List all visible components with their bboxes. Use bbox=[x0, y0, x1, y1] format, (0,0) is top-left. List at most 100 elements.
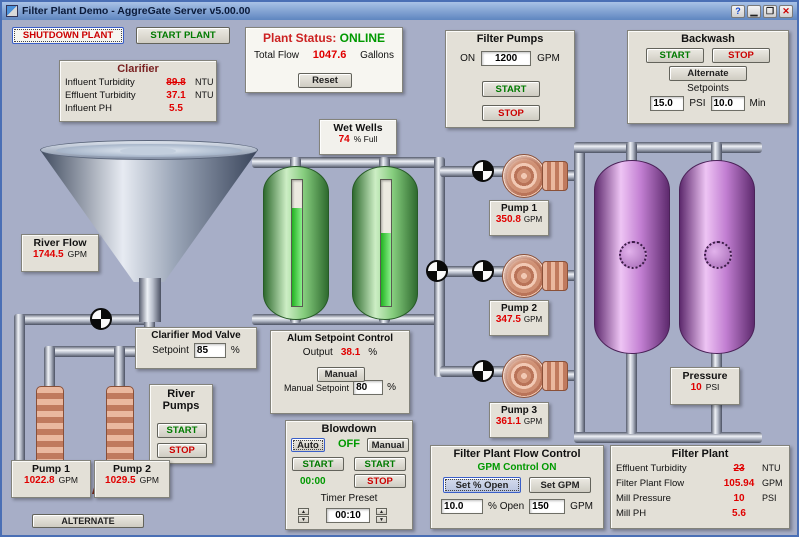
filter-pumps-start-button[interactable]: START bbox=[482, 81, 540, 97]
backwash-min-input[interactable] bbox=[710, 96, 745, 111]
pump-volute bbox=[502, 254, 546, 298]
tank-flange-icon bbox=[619, 241, 647, 269]
blowdown-stop-button[interactable]: STOP bbox=[354, 474, 406, 488]
mod-valve-setpoint-input[interactable] bbox=[193, 343, 226, 358]
pipe bbox=[46, 346, 152, 357]
panel-title: Clarifier Mod Valve bbox=[151, 330, 241, 341]
river-flow-value: 1744.5 bbox=[33, 249, 64, 260]
pipe bbox=[558, 270, 580, 281]
set-gpm-button[interactable]: Set GPM bbox=[529, 477, 591, 493]
filter-plant-panel: Filter Plant Effluent Turbidity 23 NTU F… bbox=[610, 445, 790, 529]
row-value: 10 bbox=[733, 493, 745, 504]
alum-manual-setpoint-input[interactable] bbox=[353, 380, 384, 395]
row-unit bbox=[195, 102, 219, 115]
wet-well-tank-1 bbox=[263, 166, 329, 320]
timer-preset-input[interactable] bbox=[326, 508, 370, 523]
panel-title: Clarifier bbox=[117, 63, 159, 75]
blowdown-elapsed: 00:00 bbox=[300, 476, 326, 487]
river-flow-unit: GPM bbox=[67, 249, 87, 259]
app-icon bbox=[6, 5, 18, 17]
row-value: 5.6 bbox=[732, 508, 746, 519]
pressure-panel: Pressure 10 PSI bbox=[670, 367, 740, 405]
pump-body bbox=[36, 386, 64, 466]
river-pumps-start-button[interactable]: START bbox=[157, 423, 207, 438]
blowdown-manual-button[interactable]: Manual bbox=[367, 438, 409, 452]
panel-title: Filter Plant Flow Control bbox=[453, 448, 581, 460]
panel-title: River Flow bbox=[33, 237, 87, 249]
backwash-panel: Backwash START STOP Alternate Setpoints … bbox=[627, 30, 789, 124]
pump-flow-value: 1029.5 bbox=[105, 475, 136, 486]
gpm-label: GPM bbox=[570, 501, 593, 512]
row-label: Influent PH bbox=[65, 103, 112, 114]
filter-pumps-setpoint-input[interactable] bbox=[481, 51, 532, 66]
percent-open-label: % Open bbox=[488, 501, 525, 512]
minimize-icon[interactable]: ▁ bbox=[747, 4, 761, 18]
row-value: 37.1 bbox=[166, 90, 186, 101]
help-icon[interactable]: ? bbox=[731, 4, 745, 18]
close-icon[interactable]: ✕ bbox=[779, 4, 793, 18]
manual-setpoint-label: Manual Setpoint bbox=[284, 382, 350, 393]
pressure-unit: PSI bbox=[705, 382, 720, 392]
spin-down-icon[interactable]: ▼ bbox=[298, 516, 309, 523]
filter-pumps-stop-button[interactable]: STOP bbox=[482, 105, 540, 121]
alum-manual-button[interactable]: Manual bbox=[317, 367, 365, 382]
panel-title: Pump 1 bbox=[32, 463, 70, 475]
total-flow-value: 1047.6 bbox=[312, 49, 347, 61]
start-plant-button[interactable]: START PLANT bbox=[136, 27, 230, 44]
clarifier-mod-valve-panel: Clarifier Mod Valve Setpoint % bbox=[135, 327, 257, 369]
river-pumps-alternate-button[interactable]: ALTERNATE bbox=[32, 514, 144, 528]
pipe bbox=[574, 432, 762, 443]
plant-status-value: ONLINE bbox=[339, 31, 386, 45]
panel-title: Filter Plant bbox=[671, 448, 729, 460]
pipe bbox=[44, 346, 55, 390]
filter-pumps-panel: Filter Pumps ON GPM START STOP bbox=[445, 30, 575, 128]
pressure-value: 10 bbox=[690, 382, 702, 393]
backwash-alternate-button[interactable]: Alternate bbox=[669, 66, 747, 81]
clarifier-swirl bbox=[120, 147, 176, 155]
panel-title: Wet Wells bbox=[333, 122, 383, 134]
row-label: Mill Pressure bbox=[616, 493, 671, 504]
row-label: Effluent Turbidity bbox=[616, 463, 687, 474]
blowdown-auto-button[interactable]: Auto bbox=[291, 438, 325, 452]
plant-status-label: Plant Status: bbox=[262, 31, 337, 45]
panel-title: Pump 2 bbox=[500, 303, 538, 314]
spin-up-icon[interactable]: ▲ bbox=[298, 508, 309, 515]
gpm-label: GPM bbox=[537, 53, 560, 64]
on-label: ON bbox=[460, 53, 476, 64]
output-value: 38.1 bbox=[340, 347, 361, 358]
shutdown-plant-button[interactable]: SHUTDOWN PLANT bbox=[12, 27, 124, 44]
river-pumps-stop-button[interactable]: STOP bbox=[157, 443, 207, 458]
pipe bbox=[574, 142, 585, 442]
panel-title: Pump 2 bbox=[113, 463, 151, 475]
reset-button[interactable]: Reset bbox=[298, 73, 352, 88]
plant-status-panel: Plant Status: ONLINE Total Flow 1047.6 G… bbox=[245, 27, 403, 93]
panel-title: Pump 1 bbox=[500, 203, 538, 214]
manual-setpoint-unit: % bbox=[387, 382, 396, 393]
pump-flow-unit: GPM bbox=[523, 215, 543, 224]
blowdown-start-button-2[interactable]: START bbox=[354, 457, 406, 471]
pipe bbox=[252, 157, 442, 168]
set-percent-open-button[interactable]: Set % Open bbox=[443, 477, 521, 493]
row-label: Mill PH bbox=[616, 508, 647, 519]
backwash-psi-input[interactable] bbox=[650, 96, 685, 111]
restore-icon[interactable]: ❐ bbox=[763, 4, 777, 18]
percent-open-input[interactable] bbox=[441, 499, 484, 514]
pump-motor bbox=[542, 361, 568, 391]
panel-title: Backwash bbox=[681, 33, 735, 45]
backwash-start-button[interactable]: START bbox=[646, 48, 704, 63]
blowdown-start-button-1[interactable]: START bbox=[292, 457, 344, 471]
row-value: 105.94 bbox=[723, 478, 755, 489]
psi-label: PSI bbox=[689, 98, 706, 109]
gpm-input[interactable] bbox=[529, 499, 566, 514]
clarifier-spout bbox=[139, 278, 161, 322]
panel-title: Pump 3 bbox=[500, 405, 538, 416]
row-unit: NTU bbox=[762, 463, 781, 473]
backwash-stop-button[interactable]: STOP bbox=[712, 48, 770, 63]
spin-up-icon[interactable]: ▲ bbox=[376, 508, 387, 515]
pump-flow-value: 361.1 bbox=[495, 416, 521, 427]
level-fill bbox=[292, 207, 302, 306]
row-value: 23 bbox=[733, 463, 745, 474]
spin-down-icon[interactable]: ▼ bbox=[376, 516, 387, 523]
level-gauge bbox=[380, 179, 392, 307]
